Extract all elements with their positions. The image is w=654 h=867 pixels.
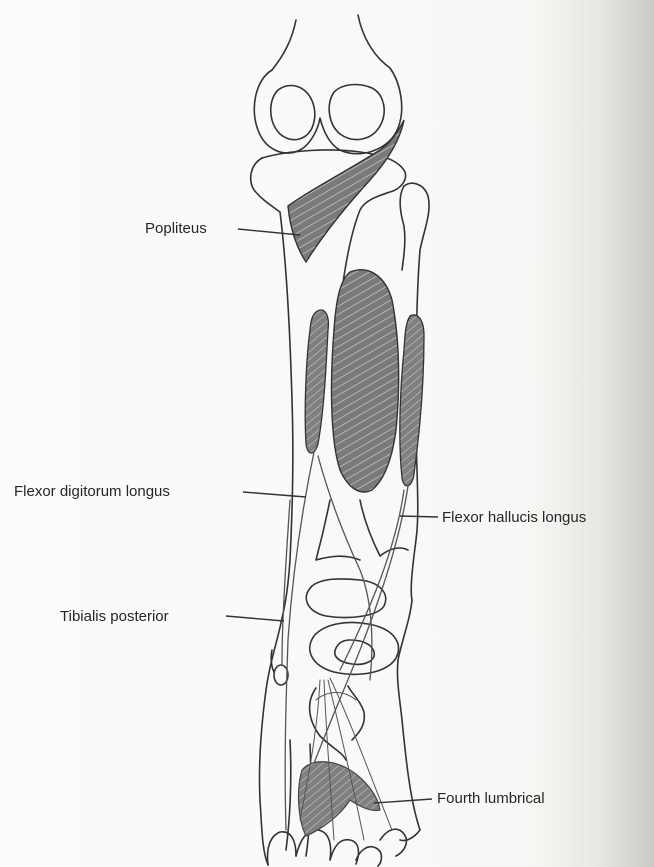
lumbricals-muscle bbox=[299, 762, 380, 836]
popliteus-leader bbox=[238, 229, 300, 235]
label-flexor-hallucis-longus: Flexor hallucis longus bbox=[442, 509, 586, 527]
flexor-digitorum-longus-belly bbox=[305, 310, 328, 453]
tibialis-posterior-belly bbox=[332, 270, 399, 492]
toes-outline bbox=[268, 832, 297, 865]
fdl-leader bbox=[243, 492, 306, 497]
calcaneus-outline bbox=[310, 623, 399, 675]
label-flexor-digitorum-longus: Flexor digitorum longus bbox=[14, 483, 170, 501]
fhl-leader bbox=[400, 516, 438, 517]
label-fourth-lumbrical: Fourth lumbrical bbox=[437, 790, 545, 808]
fourth-lumbrical-leader bbox=[374, 799, 432, 803]
sesamoid-bone bbox=[274, 665, 288, 685]
popliteus-muscle bbox=[288, 120, 404, 262]
femoral-condyles bbox=[254, 68, 401, 154]
label-popliteus: Popliteus bbox=[145, 220, 207, 238]
label-tibialis-posterior: Tibialis posterior bbox=[60, 608, 169, 626]
flexor-hallucis-longus-belly bbox=[400, 315, 424, 486]
tp-leader bbox=[226, 616, 284, 621]
femur-outline bbox=[272, 20, 296, 70]
